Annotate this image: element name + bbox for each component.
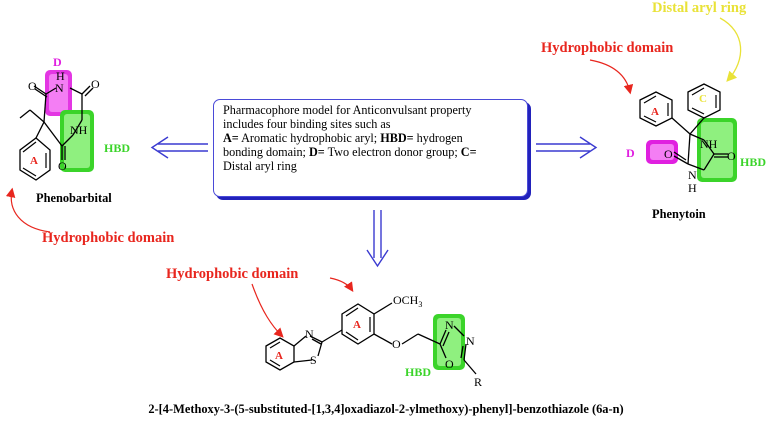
info-line-3: A= Aromatic hydrophobic aryl; HBD= hydro…: [223, 130, 463, 145]
phenytoin-hydrophobic-label: Hydrophobic domain: [541, 40, 673, 56]
phenytoin-name: Phenytoin: [652, 207, 706, 221]
phenobarbital-hydrophobic-label: Hydrophobic domain: [42, 230, 174, 246]
double-arrow-right: [536, 136, 598, 159]
phenobarbital-name: Phenobarbital: [36, 191, 112, 205]
phenytoin-o-atom-2: O: [727, 149, 736, 163]
double-arrow-down: [366, 210, 389, 268]
product-o-atom-ether: O: [392, 337, 401, 351]
info-line-2: includes four binding sites such as: [223, 116, 391, 131]
phenobarbital-structure: N H O O O NH D HBD A Phenobarbital Hydro…: [5, 55, 174, 246]
phenobarbital-nh-atom: NH: [70, 123, 88, 137]
phenytoin-h-atom: H: [688, 181, 697, 195]
double-arrow-left: [150, 136, 208, 159]
phenobarbital-h-atom: H: [56, 69, 65, 83]
phenobarbital-o-atom-1: O: [28, 79, 37, 93]
pharmacophore-info-box: Pharmacophore model for Anticonvulsant p…: [213, 99, 528, 197]
phenytoin-nh-atom: NH: [700, 137, 718, 151]
product-hydrophobic-label: Hydrophobic domain: [166, 266, 298, 282]
product-r-group: R: [474, 375, 482, 389]
info-line-4: bonding domain; D= Two electron donor gr…: [223, 144, 477, 159]
phenytoin-hbd-label: HBD: [740, 155, 766, 169]
phenytoin-site-d-label: D: [626, 146, 635, 160]
product-n-atom-thiazole: N: [305, 327, 314, 341]
phenytoin-n-atom: N: [688, 168, 697, 182]
phenobarbital-hbd-label: HBD: [104, 141, 130, 155]
product-o-atom-ring: O: [445, 357, 454, 371]
info-line-1: Pharmacophore model for Anticonvulsant p…: [223, 103, 472, 117]
product-structure: Hydrophobic domain A N S A OCH3: [166, 266, 482, 389]
phenobarbital-o-atom-2: O: [91, 77, 100, 91]
phenytoin-o-atom-1: O: [664, 147, 673, 161]
info-line-5: Distal aryl ring: [223, 158, 297, 173]
phenytoin-ring-c-label: C: [699, 93, 707, 105]
phenytoin-ring-a-label: A: [651, 106, 659, 118]
product-n-atom-2: N: [466, 334, 475, 348]
product-name-caption: 2-[4-Methoxy-3-(5-substituted-[1,3,4]oxa…: [148, 402, 624, 416]
phenobarbital-n-atom: N: [55, 81, 64, 95]
product-ring-a-label-1: A: [275, 350, 283, 362]
product-och3-atom: OCH3: [393, 293, 422, 309]
product-hbd-label: HBD: [405, 365, 431, 379]
product-n-atom-1: N: [445, 318, 454, 332]
phenobarbital-o-atom-3: O: [58, 159, 67, 173]
product-ring-a-label-2: A: [353, 319, 361, 331]
distal-aryl-ring-label: Distal aryl ring: [652, 0, 747, 16]
product-s-atom: S: [310, 353, 317, 367]
phenobarbital-site-d-label: D: [53, 55, 62, 69]
phenobarbital-ring-a-label: A: [30, 155, 38, 167]
phenytoin-structure: Distal aryl ring Hydrophobic domain A C: [541, 0, 766, 221]
